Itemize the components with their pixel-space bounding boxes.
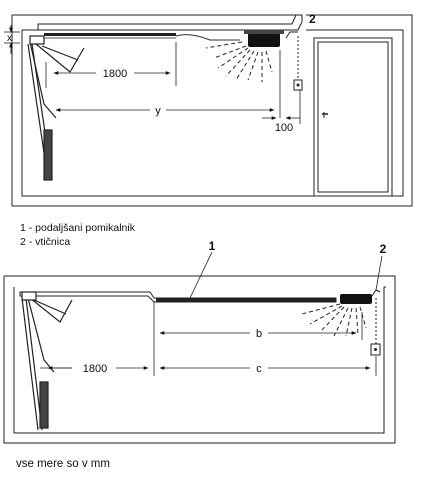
dim-c-label: c	[256, 363, 262, 375]
dim-c	[159, 356, 377, 376]
dim-x-label: x	[7, 33, 12, 44]
marker-2-top: 2	[309, 12, 316, 26]
dim-y-label: y	[155, 105, 161, 117]
leader-2	[375, 255, 383, 291]
garage-outline-top	[11, 14, 413, 207]
opener-rail	[44, 33, 176, 36]
dim-x	[4, 25, 20, 54]
marker-2-bottom: 2	[380, 242, 387, 256]
opener-motor-bottom	[340, 294, 372, 304]
garage-door-leaf-top	[27, 35, 85, 181]
top-diagram: x 1800 y 100 2	[4, 12, 413, 207]
dim-1800-bottom-label: 1800	[83, 363, 107, 375]
ceiling-bracket	[37, 14, 303, 31]
dim-1800-top-label: 1800	[103, 68, 127, 80]
legend: 1 - podaljšani pomikalnik 2 - vtičnica	[20, 221, 135, 249]
opener-motor	[248, 33, 280, 47]
garage-door-leaf-bottom	[21, 291, 73, 431]
dim-1800-top	[45, 42, 177, 88]
interior-door	[313, 37, 393, 197]
marker-1-bottom: 1	[209, 239, 216, 253]
legend-item-1: 1 - podaljšani pomikalnik	[20, 222, 135, 234]
leader-1	[189, 251, 213, 299]
dim-b	[153, 302, 363, 376]
units-note: vse mere so v mm	[16, 458, 110, 470]
dim-100-label: 100	[275, 122, 293, 134]
dim-y	[55, 50, 281, 118]
dim-100	[262, 90, 301, 124]
light-rays-bottom	[301, 303, 367, 337]
garage-outline-bottom	[3, 275, 396, 444]
dim-b-label: b	[256, 328, 262, 340]
bottom-diagram: 1 2 b 1800 c	[3, 239, 396, 444]
light-rays-top	[205, 41, 273, 82]
legend-item-2: 2 - vtičnica	[20, 236, 71, 248]
